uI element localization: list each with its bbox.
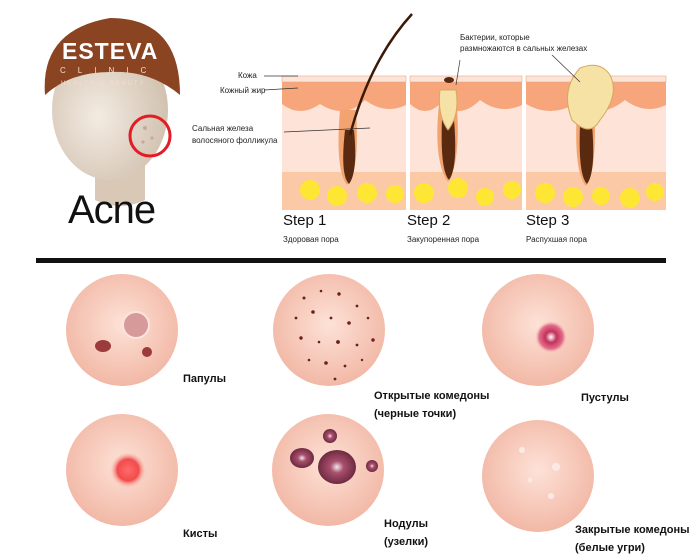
- label-bacteria2: размножаются в сальных железах: [460, 44, 588, 53]
- type-cysts: Кисты: [183, 528, 218, 540]
- hair-shaft-1: [348, 13, 413, 136]
- papules-skin: [66, 274, 178, 386]
- step-3-title: Step 3: [526, 212, 570, 229]
- page-title: Acne: [68, 188, 156, 232]
- nodule-tiny: [366, 460, 378, 472]
- step-1-caption: Здоровая пора: [283, 235, 339, 244]
- pimple-dot: [143, 126, 147, 130]
- step-3-caption: Распухшая пора: [526, 235, 587, 244]
- papule-large: [122, 311, 150, 339]
- clog-2: [438, 89, 458, 131]
- panel-2-epidermis: [409, 75, 523, 83]
- hair-root-2: [441, 120, 456, 180]
- blackhead-cap: [444, 77, 454, 83]
- step-2-title: Step 2: [407, 212, 451, 229]
- type-closed-comedones: Закрытые комедоны: [575, 524, 690, 536]
- pointer-fat: [263, 87, 299, 91]
- pointer-bacteria-2: [551, 54, 581, 83]
- whiteheads: [519, 447, 560, 499]
- pustule: [535, 321, 567, 353]
- acne-types: [66, 274, 594, 532]
- papule-small: [95, 340, 111, 352]
- type-papules: Папулы: [183, 373, 227, 385]
- cyst: [110, 452, 146, 488]
- cheek-highlight-circle: [128, 114, 172, 158]
- pimple-dot: [150, 136, 154, 140]
- panel-2-dermis: [410, 80, 522, 112]
- skin-diagram: [263, 13, 667, 210]
- hair-root-1: [343, 130, 356, 184]
- label-gland2: волосяного фолликула: [192, 136, 278, 145]
- nodule-large: [318, 450, 356, 484]
- nodule-small: [323, 429, 337, 443]
- logo-brand: ESTEVA: [62, 38, 159, 64]
- papule-tiny: [142, 347, 152, 357]
- panel-1-dermis: [282, 80, 406, 112]
- type-closed-comedones-sub: (белые угри): [575, 542, 645, 554]
- head-illustration: [44, 18, 180, 206]
- pimple-dot: [141, 140, 145, 144]
- type-nodules-sub: (узелки): [384, 536, 428, 548]
- type-nodules: Нодулы: [384, 518, 428, 530]
- type-open-comedones: Открытые комедоны: [374, 390, 490, 402]
- pointer-bacteria-1: [455, 59, 461, 86]
- nodule-medium: [290, 448, 314, 468]
- hair-cap: [44, 18, 180, 95]
- closed-comedones-skin: [482, 420, 594, 532]
- logo-line2: CLINIC: [60, 66, 159, 75]
- pointer-gland: [283, 127, 371, 133]
- panel-1-epidermis: [281, 75, 407, 83]
- label-fat: Кожный жир: [220, 86, 266, 95]
- step-1-title: Step 1: [283, 212, 327, 229]
- type-open-comedones-sub: (черные точки): [374, 408, 457, 420]
- logo-line3: HEALTH & BEAUTY: [61, 81, 146, 87]
- label-skin: Кожа: [238, 71, 257, 80]
- open-comedones-skin: [273, 274, 385, 386]
- label-bacteria: Бактерии, которые: [460, 33, 530, 42]
- blackheads: [294, 289, 375, 381]
- step-2-caption: Закупоренная пора: [407, 235, 480, 244]
- fat-cells: [300, 178, 664, 208]
- type-pustules: Пустулы: [581, 392, 629, 404]
- section-divider: [36, 258, 666, 263]
- hair-root-3: [579, 125, 594, 184]
- label-gland: Сальная железа: [192, 124, 254, 133]
